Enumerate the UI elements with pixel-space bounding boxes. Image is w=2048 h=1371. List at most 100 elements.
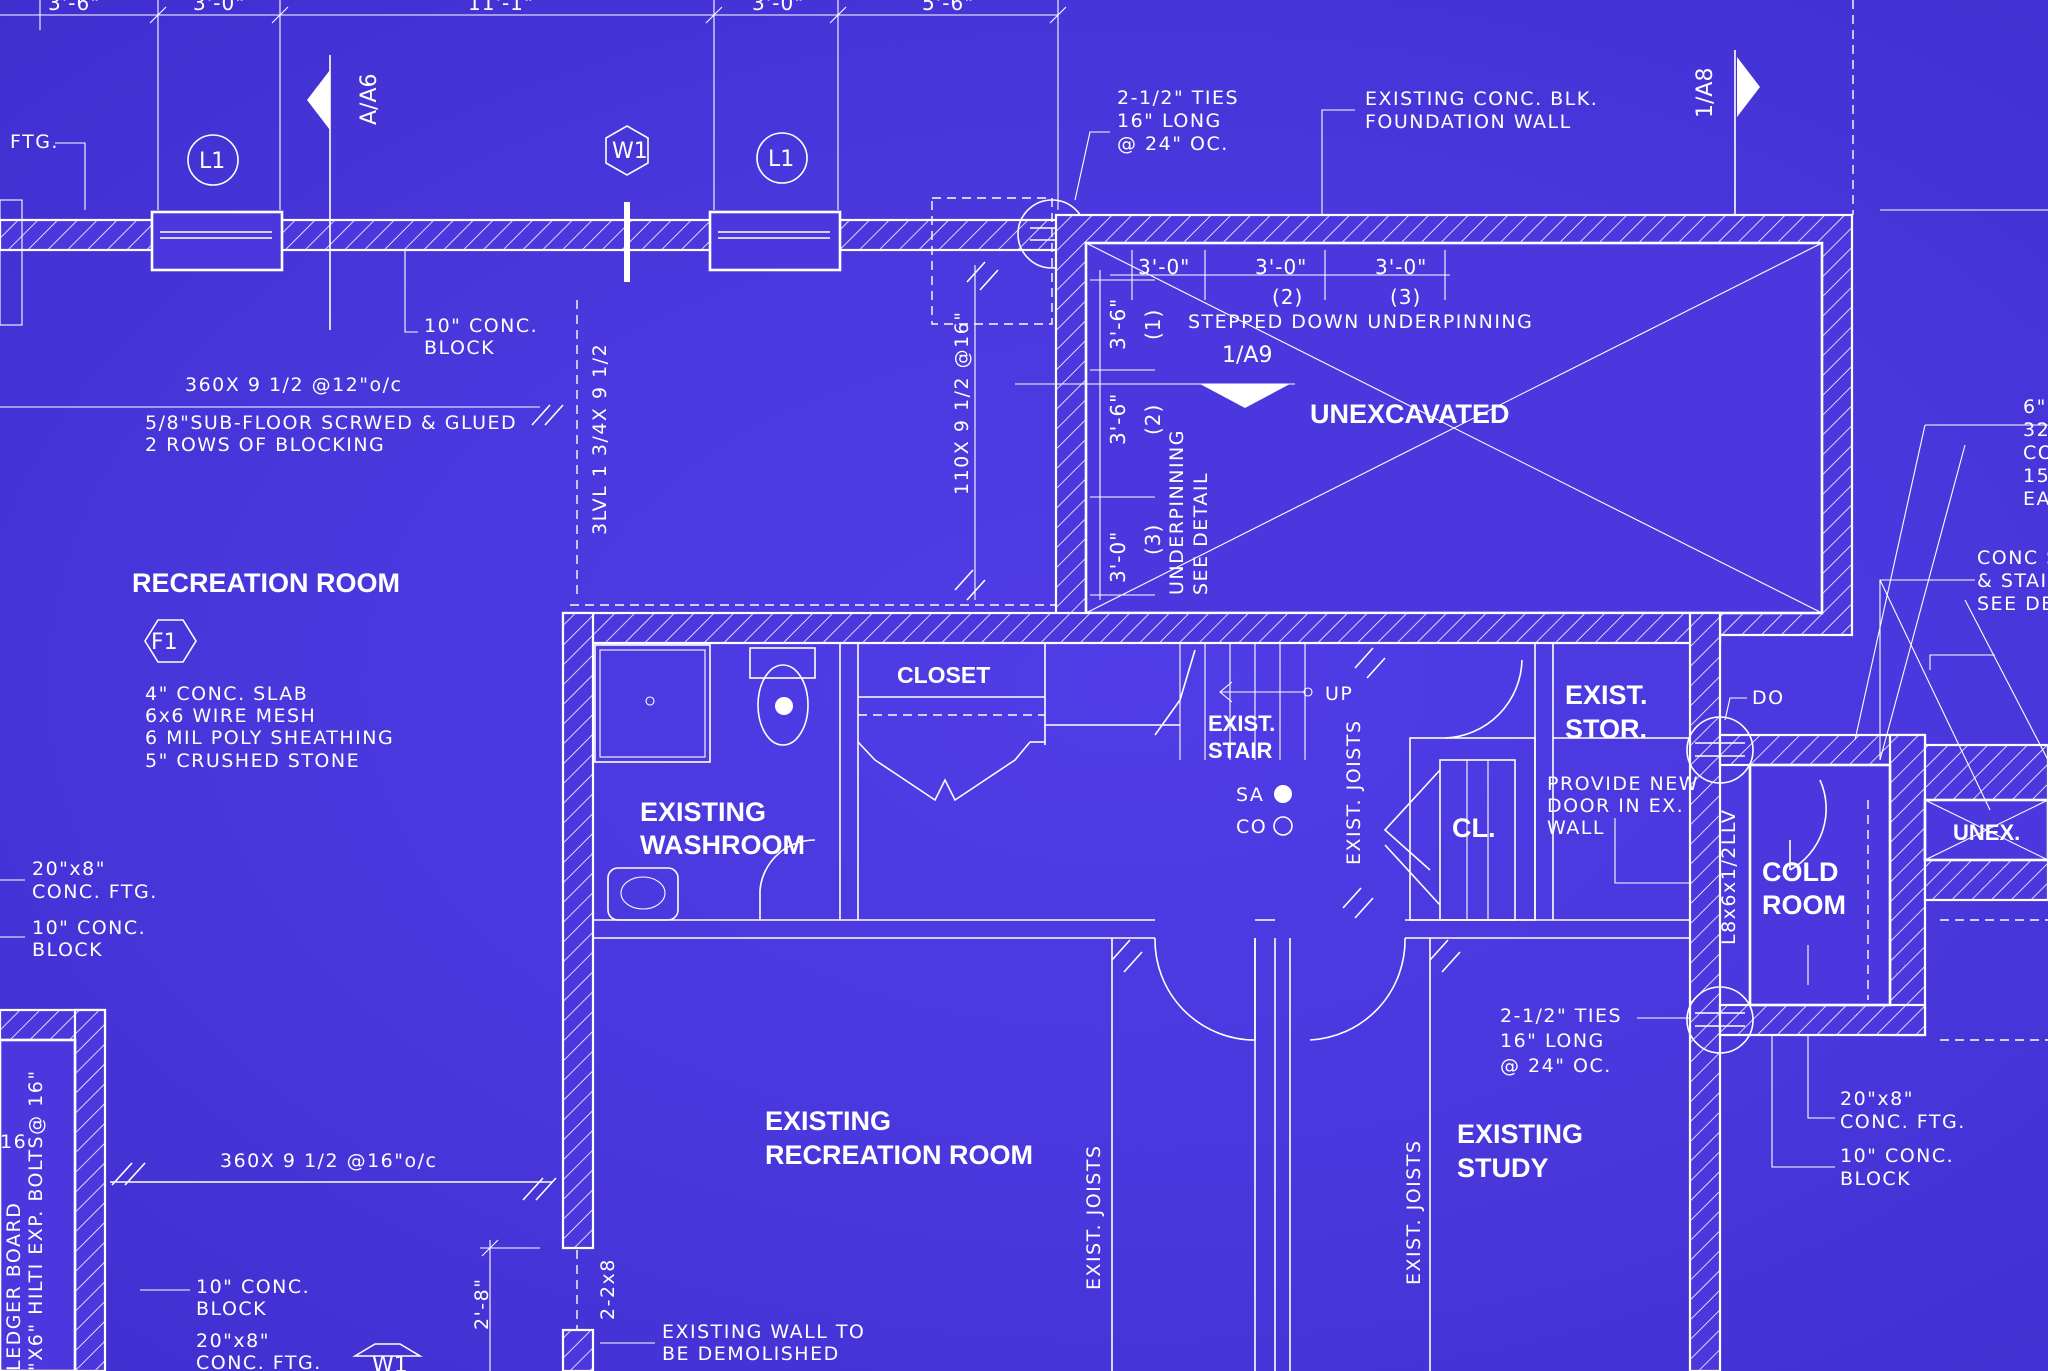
bottom-left-walls: 360X 9 1/2 @16"o/c 10" CONC. BLOCK 20"x8… <box>0 1008 865 1371</box>
note-stepped-underpinning: STEPPED DOWN UNDERPINNING <box>1188 311 1533 333</box>
underpin-num-2: (2) <box>1272 285 1303 309</box>
note-ftg-right-1: 20"x8" <box>1840 1088 1914 1110</box>
note-ties-right-3: @ 24" OC. <box>1500 1055 1612 1077</box>
note-slab-3: 6 MIL POLY SHEATHING <box>145 727 394 749</box>
unexcavated-area: 3'-0" 3'-0" 3'-0" (2) (3) STEPPED DOWN U… <box>1015 213 1854 637</box>
note-demolish-2: BE DEMOLISHED <box>662 1343 840 1365</box>
note-16-edge: 16 <box>0 1131 27 1153</box>
note-ftg: FTG. <box>10 131 59 153</box>
note-new-door-1: PROVIDE NEW <box>1547 773 1699 795</box>
main-walls <box>561 611 1722 1371</box>
right-edge-lines <box>1852 0 2048 811</box>
dim-5-6: 5'-6" <box>922 0 974 15</box>
note-edge-conc-3: SEE DE <box>1977 593 2048 615</box>
room-storage-2: STOR. <box>1565 714 1647 744</box>
note-new-door-2: DOOR IN EX. <box>1547 795 1684 817</box>
underpin-dim-3: 3'-0" <box>1375 255 1427 279</box>
note-see-detail: SEE DETAIL <box>1190 472 1212 595</box>
note-ftg-left-2: CONC. FTG. <box>32 881 158 903</box>
note-subfloor-1: 5/8"SUB-FLOOR SCRWED & GLUED <box>145 412 517 434</box>
note-edge-3: CO <box>2023 442 2048 464</box>
underpin-num-3: (3) <box>1390 285 1421 309</box>
note-exist-joists-stair: EXIST. JOISTS <box>1343 719 1365 865</box>
note-do: DO <box>1752 687 1785 709</box>
note-edge-4: 15 <box>2023 465 2048 487</box>
note-ledger-2: "X6" HILTI EXP. BOLTS@ 16" <box>25 1069 47 1371</box>
note-block-right-2: BLOCK <box>1840 1168 1911 1190</box>
room-storage-1: EXIST. <box>1565 680 1648 710</box>
note-block-left-1: 10" CONC. <box>32 917 146 939</box>
note-exist-joists-rec: EXIST. JOISTS <box>1083 1144 1105 1290</box>
tag-l1-left: L1 <box>199 149 225 174</box>
underpin-vdim-2: 3'-6" <box>1106 393 1130 445</box>
tag-l1-right: L1 <box>768 147 794 172</box>
section-label-a-a6: A/A6 <box>357 73 382 125</box>
note-slab-2: 6x6 WIRE MESH <box>145 705 316 727</box>
note-underpinning: UNDERPINNING <box>1166 429 1188 595</box>
note-co: CO <box>1236 816 1267 838</box>
underpin-vdim-1: 3'-6" <box>1106 298 1130 350</box>
underpin-vdim-3: 3'-0" <box>1106 531 1130 583</box>
room-cold-2: ROOM <box>1762 890 1846 920</box>
dim-3-6: 3'-6" <box>48 0 100 15</box>
north-wall-left <box>0 197 1096 326</box>
dim-3-0-a: 3'-0" <box>193 0 245 15</box>
note-block-bottom-1: 10" CONC. <box>196 1276 310 1298</box>
note-joist-top: 360X 9 1/2 @12"o/c <box>185 374 402 396</box>
underpin-vnum-3: (3) <box>1141 524 1165 555</box>
section-mark-right: 1/A8 <box>1693 50 1760 240</box>
note-edge-conc-2: & STAI <box>1977 570 2048 592</box>
room-washroom-1: EXISTING <box>640 797 766 827</box>
underpin-vnum-1: (1) <box>1141 309 1165 340</box>
room-study-1: EXISTING <box>1457 1119 1583 1149</box>
note-block-top-1: 10" CONC. <box>424 315 538 337</box>
top-notes: FTG. 2-1/2" TIES 16" LONG @ 24" OC. EXIS… <box>10 87 1597 359</box>
note-lvl-right: L8x6x1/2LLV <box>1718 809 1740 945</box>
room-study-2: STUDY <box>1457 1153 1549 1183</box>
room-cl: CL. <box>1452 813 1496 843</box>
dim-11-1: 11'-1" <box>468 0 534 15</box>
tag-w1-bottom: W1 <box>372 1353 408 1371</box>
note-sa: SA <box>1236 784 1264 806</box>
note-slab-4: 5" CRUSHED STONE <box>145 750 360 772</box>
right-notes: PROVIDE NEW DOOR IN EX. WALL 2-1/2" TIES… <box>1500 396 2048 1190</box>
stair-area: UP SA CO EXIST. JOISTS <box>1154 643 1386 919</box>
note-ftg-left-1: 20"x8" <box>32 858 106 880</box>
note-conc-blk-2: FOUNDATION WALL <box>1365 111 1572 133</box>
note-demolish-1: EXISTING WALL TO <box>662 1321 865 1343</box>
washroom-fixtures <box>594 644 816 921</box>
note-edge-5: EA <box>2023 488 2048 510</box>
section-mark-left: A/A6 <box>307 55 382 330</box>
tag-w1-top: W1 <box>612 139 648 164</box>
note-slab-1: 4" CONC. SLAB <box>145 683 308 705</box>
note-edge-2: 32 <box>2023 419 2048 441</box>
closet-area <box>857 643 1180 802</box>
note-ftg-bottom-1: 20"x8" <box>196 1330 270 1352</box>
note-ftg-bottom-2: CONC. FTG. <box>196 1352 322 1371</box>
note-subfloor-2: 2 ROWS OF BLOCKING <box>145 434 385 456</box>
note-block-top-2: BLOCK <box>424 337 495 359</box>
note-ftg-right-2: CONC. FTG. <box>1840 1111 1966 1133</box>
note-ties-right-1: 2-1/2" TIES <box>1500 1005 1622 1027</box>
note-ties-1: 2-1/2" TIES <box>1117 87 1239 109</box>
lower-joist-notes: EXIST. JOISTS EXIST. JOISTS <box>1083 939 1461 1290</box>
room-recreation: RECREATION ROOM <box>132 568 400 598</box>
underpin-dim-1: 3'-0" <box>1138 255 1190 279</box>
joist-notes-left: 360X 9 1/2 @12"o/c 5/8"SUB-FLOOR SCRWED … <box>0 261 1060 606</box>
room-closet: CLOSET <box>897 662 990 688</box>
detail-label-1-a9: 1/A9 <box>1222 343 1272 368</box>
note-2-2x8: 2-2x8 <box>597 1258 619 1320</box>
note-ties-2: 16" LONG <box>1117 110 1222 132</box>
note-edge-conc-1: CONC S <box>1977 547 2048 569</box>
top-dimension-string: 3'-6" 3'-0" 11'-1" 3'-0" 5'-6" <box>0 0 1067 210</box>
note-ledger-1: LEDGER BOARD <box>3 1202 25 1371</box>
room-unex: UNEX. <box>1953 820 2020 845</box>
note-block-left-2: BLOCK <box>32 939 103 961</box>
note-2-8: 2'-8" <box>471 1278 493 1331</box>
room-stair-1: EXIST. <box>1208 711 1275 736</box>
tag-f1: F1 <box>151 630 178 655</box>
note-new-door-3: WALL <box>1547 817 1605 839</box>
window-tags: L1 W1 L1 <box>187 125 808 186</box>
